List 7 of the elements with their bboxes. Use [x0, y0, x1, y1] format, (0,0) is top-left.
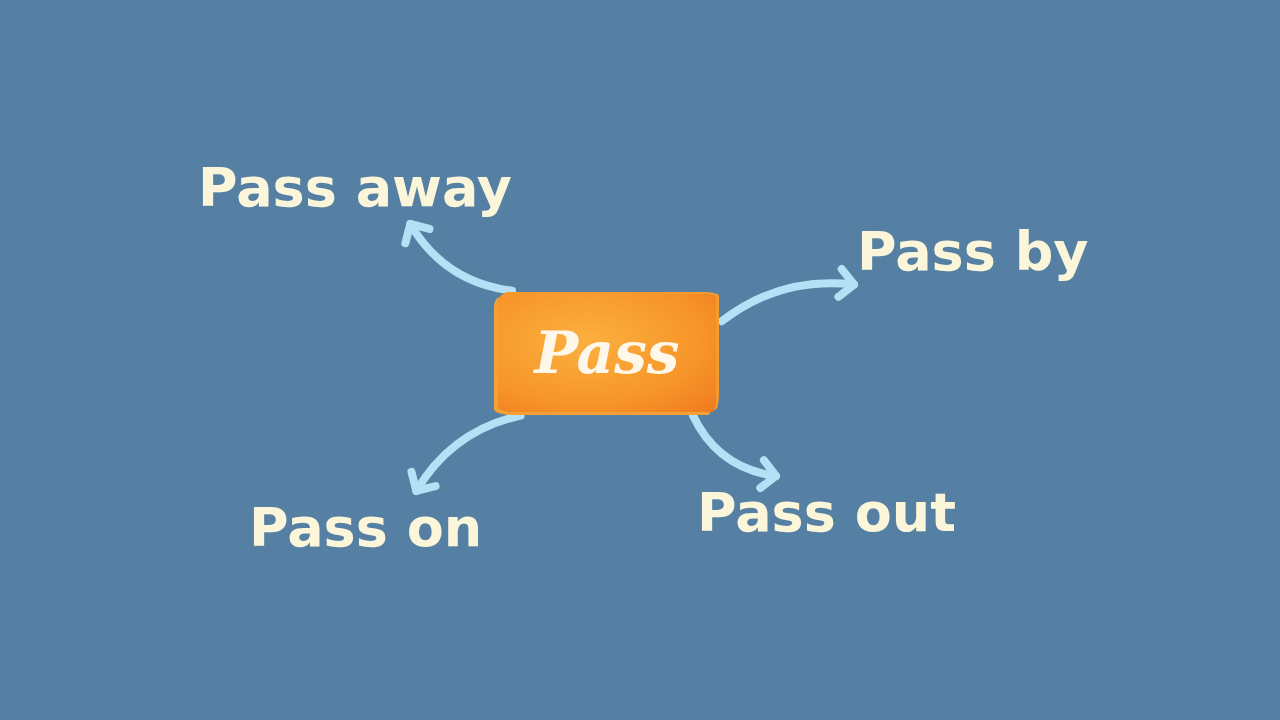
- central-word: Pass: [534, 319, 680, 387]
- phrase-label: Pass on: [249, 498, 483, 558]
- curved-arrow: [717, 265, 858, 326]
- phrase-label: Pass out: [697, 483, 956, 543]
- phrase-label: Pass away: [198, 158, 512, 218]
- phrase-label: Pass by: [857, 222, 1089, 282]
- curved-arrow: [402, 219, 517, 295]
